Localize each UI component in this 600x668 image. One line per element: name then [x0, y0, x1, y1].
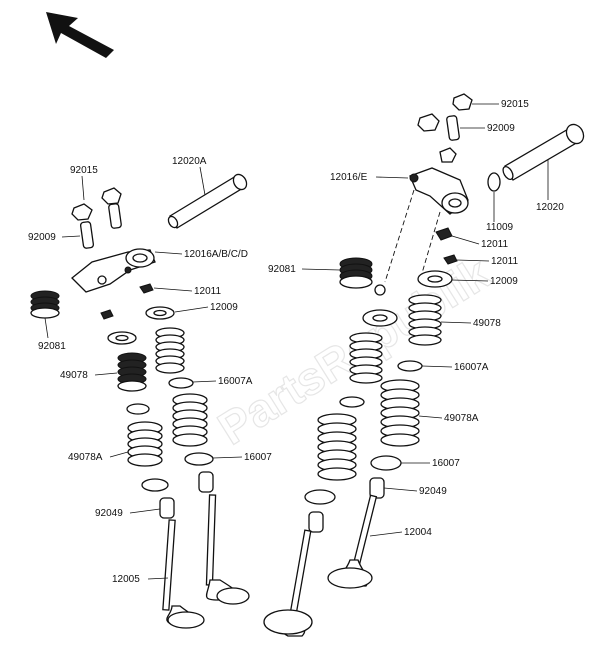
- label-92049-left: 92049: [95, 508, 123, 519]
- label-49078A-right: 49078A: [444, 413, 479, 424]
- seat-front-2-left: [141, 478, 169, 492]
- seat-front-2-right: [304, 489, 336, 505]
- label-49078A-left: 49078A: [68, 452, 103, 463]
- label-92081-left: 92081: [38, 341, 66, 352]
- label-12020A: 12020A: [172, 156, 207, 167]
- valve-front-right: [263, 529, 313, 637]
- label-12020: 12020: [536, 202, 564, 213]
- label-49078-right: 49078: [473, 318, 501, 329]
- rocker-shaft-left: [167, 173, 248, 229]
- spring-92081-left: [30, 290, 60, 319]
- label-12016A: 12016A/B/C/D: [184, 249, 248, 260]
- inner-spring-rear-left: [155, 327, 185, 374]
- right-valve-assembly: 92015 92009 12016/E 12020 11009 12011 12…: [263, 93, 585, 637]
- inner-spring-front-left: [117, 352, 147, 392]
- label-16007A-right: 16007A: [454, 362, 489, 373]
- adjuster-nut-left: [71, 187, 122, 249]
- seat-16007-left: [184, 452, 214, 466]
- label-92049-right: 92049: [419, 486, 447, 497]
- keepers-right: [374, 227, 458, 296]
- guide-line-1: [384, 189, 415, 283]
- label-16007-left: 16007: [244, 452, 272, 463]
- seal-rear-left: [198, 471, 214, 493]
- label-92015-right: 92015: [501, 99, 529, 110]
- left-valve-assembly: 92015 12020A 92009 12016A/B/C/D 12011 12…: [28, 156, 272, 629]
- label-16007A-left: 16007A: [218, 376, 253, 387]
- label-11009: 11009: [486, 222, 514, 233]
- seat-16007A-left: [168, 377, 194, 389]
- adjuster-nut-right: [417, 93, 473, 163]
- label-12011-right: 12011: [481, 239, 509, 250]
- valve-12004-right: [327, 494, 378, 589]
- label-12009-right: 12009: [490, 276, 518, 287]
- direction-arrow-icon: [46, 12, 114, 58]
- label-92009-left: 92009: [28, 232, 56, 243]
- washer-11009: [487, 172, 501, 192]
- seat-16007-right: [370, 455, 402, 471]
- label-12004: 12004: [404, 527, 432, 538]
- label-92009-right: 92009: [487, 123, 515, 134]
- rocker-shaft-right: [502, 123, 585, 181]
- retainer-hole-right: [427, 275, 443, 283]
- outer-spring-rear-right: [380, 379, 420, 447]
- seal-front-right: [308, 511, 324, 533]
- retainer-hole-front-right: [372, 314, 388, 322]
- label-92015-left: 92015: [70, 165, 98, 176]
- inner-spring-front-right: [349, 332, 383, 384]
- valve-rear-left: [205, 494, 250, 605]
- label-92081-right: 92081: [268, 264, 296, 275]
- retainers-left: [107, 306, 175, 345]
- label-12009-left: 12009: [210, 302, 238, 313]
- seal-92049-left: [159, 497, 175, 519]
- inner-spring-rear-right: [408, 294, 442, 346]
- label-12005: 12005: [112, 574, 140, 585]
- outer-spring-front-left: [127, 421, 163, 467]
- labels-left: 92015 12020A 92009 12016A/B/C/D 12011 12…: [28, 156, 272, 585]
- seat-16007A-right: [397, 360, 423, 372]
- label-49078-left: 49078: [60, 370, 88, 381]
- seat-front-right: [339, 396, 365, 408]
- outer-spring-front-right: [317, 413, 357, 481]
- rocker-arm-right: [409, 167, 469, 215]
- label-12011-right-2: 12011: [491, 256, 519, 267]
- keepers-left: [100, 283, 154, 320]
- valve-12005-left: [162, 519, 205, 629]
- rocker-arm-left: [71, 248, 156, 293]
- spring-92081-right: [339, 257, 373, 289]
- outer-spring-rear-left: [172, 393, 208, 447]
- label-12016E: 12016/E: [330, 172, 368, 183]
- seal-92049-right: [369, 477, 385, 499]
- seat-front-left: [126, 403, 150, 415]
- label-16007-right: 16007: [432, 458, 460, 469]
- labels-right: 92015 92009 12016/E 12020 11009 12011 12…: [268, 99, 564, 538]
- guide-line-2: [419, 211, 441, 281]
- label-12011-left: 12011: [194, 286, 222, 297]
